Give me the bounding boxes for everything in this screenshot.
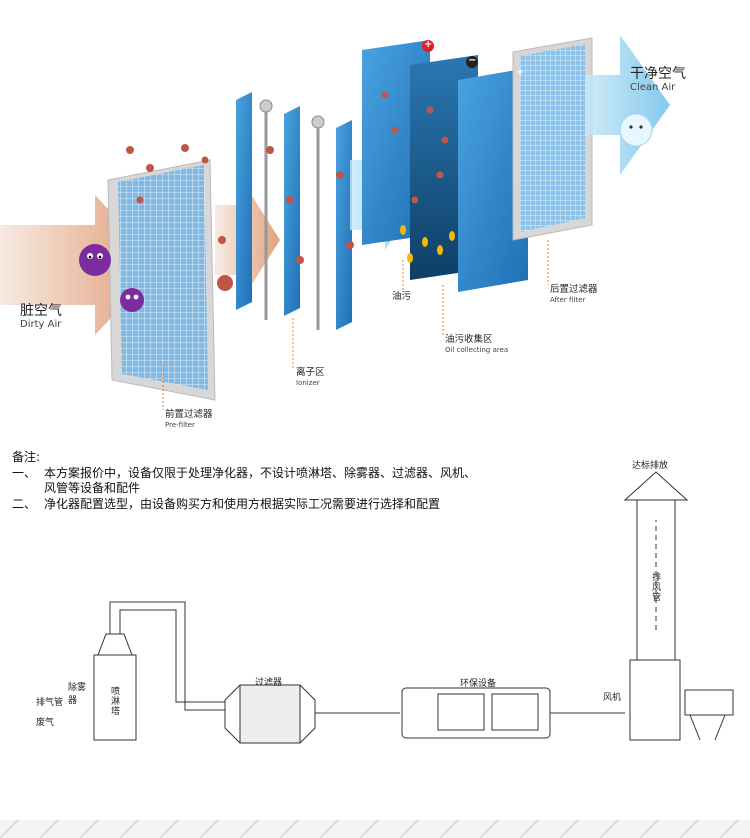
after-filter-label: 后置过滤器 After filter xyxy=(550,284,598,304)
pre-filter-label: 前置过滤器 Pre-filter xyxy=(165,409,213,429)
ionizer-plates xyxy=(236,92,352,330)
filter-label: 过滤器 xyxy=(255,678,283,688)
note-item-1-cont: 风管等设备和配件 xyxy=(44,481,141,495)
chimney xyxy=(623,471,689,661)
fan-label: 风机 xyxy=(603,693,622,703)
fan-shape xyxy=(629,659,734,741)
plus-sign-2: + xyxy=(516,67,525,78)
notes-section: 备注: 一、本方案报价中，设备仅限于处理净化器，不设计喷淋塔、除雾器、过滤器、风… xyxy=(12,450,476,512)
standard-discharge-label: 达标排放 xyxy=(632,461,669,471)
spray-tower-label: 喷淋塔 xyxy=(109,686,119,716)
germ-2 xyxy=(120,288,144,312)
dirty-air-label: 脏空气 Dirty Air xyxy=(20,303,62,331)
env-equipment-label: 环保设备 xyxy=(460,679,497,689)
filter-shape xyxy=(224,684,316,744)
notes-heading: 备注: xyxy=(12,450,41,464)
germ-1 xyxy=(79,244,111,276)
demister-label: 除雾器 xyxy=(68,683,87,706)
clean-air-bubble xyxy=(619,113,653,147)
exhaust-pipe-label: 排气管 xyxy=(36,698,64,708)
plus-sign-1: + xyxy=(424,39,433,50)
collector-plates xyxy=(362,40,528,292)
particles xyxy=(126,91,449,291)
oil-stain-label: 油污 xyxy=(392,291,412,302)
exhaust-duct-label: 排风管 xyxy=(650,572,660,602)
oil-drops xyxy=(400,225,455,263)
note-item-1: 一、本方案报价中，设备仅限于处理净化器，不设计喷淋塔、除雾器、过滤器、风机、 xyxy=(12,465,477,480)
after-filter-panel xyxy=(512,37,593,241)
clean-air-label: 干净空气 Clean Air xyxy=(630,66,686,94)
spray-tower-shape xyxy=(93,633,137,741)
ionizer-label: 离子区 Ionizer xyxy=(296,367,325,387)
note-item-2: 二、净化器配置选型，由设备购买方和使用方根据实际工况需要进行选择和配置 xyxy=(12,496,441,511)
minus-sign: − xyxy=(468,55,477,66)
waste-gas-label: 废气 xyxy=(36,718,55,728)
duct-1 xyxy=(109,601,225,711)
env-equipment-shape xyxy=(401,687,551,739)
pre-filter-panel xyxy=(107,159,216,401)
oil-collecting-label: 油污收集区 Oil collecting area xyxy=(445,334,509,354)
clean-air-arrow xyxy=(585,35,670,175)
